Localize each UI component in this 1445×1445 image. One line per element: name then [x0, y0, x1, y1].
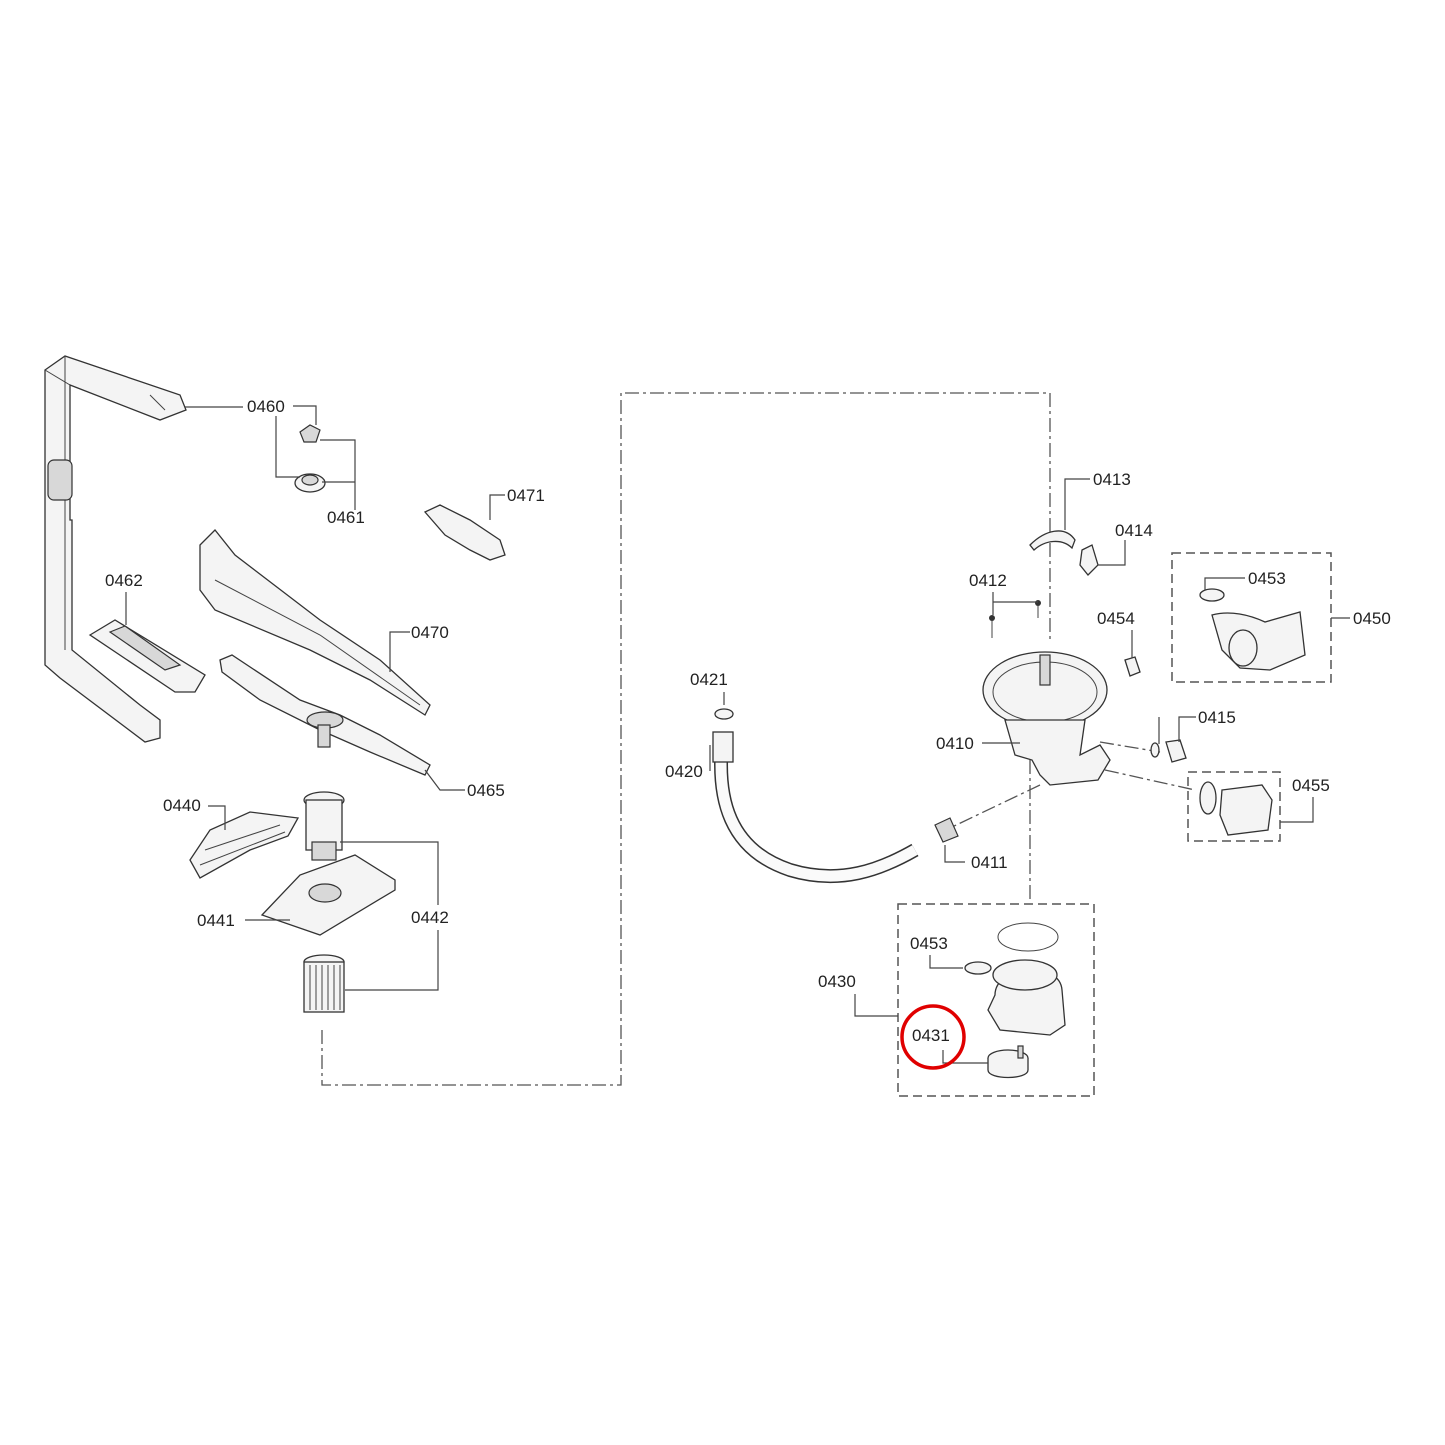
part-0415-seal[interactable]: [1150, 739, 1187, 763]
label-0431[interactable]: 0431: [912, 1026, 950, 1045]
part-0460-supply-pipe[interactable]: [44, 355, 187, 743]
group-box-0430: [897, 903, 1095, 1097]
label-0461[interactable]: 0461: [327, 508, 365, 527]
label-0470[interactable]: 0470: [411, 623, 449, 642]
label-0454[interactable]: 0454: [1097, 609, 1135, 628]
label-0410[interactable]: 0410: [936, 734, 974, 753]
part-0430-heater-group[interactable]: [964, 922, 1066, 1036]
label-0412[interactable]: 0412: [969, 571, 1007, 590]
part-0455-drain-pump[interactable]: [1199, 781, 1273, 836]
group-box-0450: [1171, 552, 1332, 683]
axis-0415-line: [1099, 741, 1161, 753]
label-0450[interactable]: 0450: [1353, 609, 1391, 628]
part-0414-clamp[interactable]: [1079, 544, 1099, 576]
label-0465[interactable]: 0465: [467, 781, 505, 800]
group-box-0455: [1187, 771, 1281, 842]
label-0413[interactable]: 0413: [1093, 470, 1131, 489]
label-0442[interactable]: 0442: [411, 908, 449, 927]
label-0415[interactable]: 0415: [1198, 708, 1236, 727]
part-0454-holder[interactable]: [1124, 656, 1141, 677]
part-0410-sump[interactable]: [982, 651, 1111, 786]
part-0450-circulation-pump[interactable]: [1199, 588, 1306, 671]
highlight-circle-0431: [900, 1004, 966, 1070]
label-0453-pump[interactable]: 0453: [1248, 569, 1286, 588]
label-0411[interactable]: 0411: [971, 853, 1008, 872]
label-0462[interactable]: 0462: [105, 571, 143, 590]
leader-lines: [125, 405, 1350, 1064]
part-0442-micro-filter[interactable]: [303, 791, 345, 1013]
part-0420-drain-hose[interactable]: [712, 708, 919, 884]
label-0420[interactable]: 0420: [665, 762, 703, 781]
part-0462-cover[interactable]: [88, 619, 206, 693]
part-0461-nozzle[interactable]: [294, 424, 326, 493]
label-0441[interactable]: 0441: [197, 911, 235, 930]
part-0413-clip[interactable]: [1029, 530, 1076, 551]
part-0470-upper-spray-arm[interactable]: [199, 529, 431, 716]
label-0453-heater[interactable]: 0453: [910, 934, 948, 953]
part-0471-bracket[interactable]: [423, 504, 506, 561]
label-0460[interactable]: 0460: [247, 397, 285, 416]
label-0471[interactable]: 0471: [507, 486, 545, 505]
label-0414[interactable]: 0414: [1115, 521, 1153, 540]
part-0412-screws[interactable]: [989, 600, 1041, 638]
part-0465-lower-spray-arm[interactable]: [219, 654, 431, 776]
part-0411-check-valve[interactable]: [934, 817, 959, 843]
label-0430[interactable]: 0430: [818, 972, 856, 991]
label-0455[interactable]: 0455: [1292, 776, 1330, 795]
part-0441-flat-filter[interactable]: [260, 854, 396, 936]
connection-path: [321, 392, 1051, 1086]
part-0431-sensor[interactable]: [987, 1045, 1029, 1079]
axis-0455-line: [1104, 769, 1196, 791]
part-0440-fine-filter[interactable]: [189, 811, 300, 879]
axis-0411-line: [949, 784, 1041, 829]
label-0440[interactable]: 0440: [163, 796, 201, 815]
label-0421[interactable]: 0421: [690, 670, 728, 689]
